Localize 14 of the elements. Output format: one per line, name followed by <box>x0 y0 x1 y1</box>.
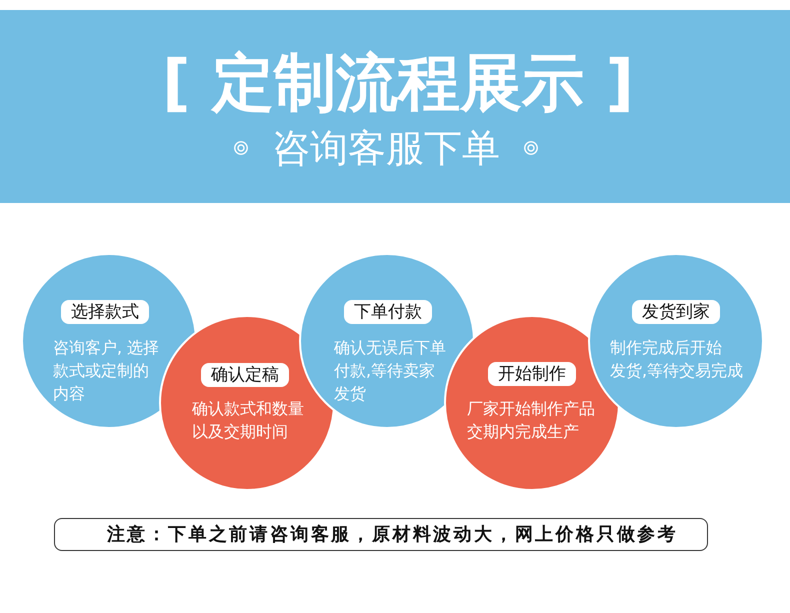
subtitle: 咨询客服下单 <box>272 129 500 167</box>
notice-text: 注意：下单之前请咨询客服，原材料波动大，网上价格只做参考 <box>106 523 678 547</box>
step-description: 咨询客户, 选择款式或定制的内容 <box>53 337 160 405</box>
step-title: 开始制作 <box>488 362 576 386</box>
step-description: 确认无误后下单付款,等待卖家发货 <box>334 337 447 405</box>
step-description: 确认款式和数量以及交期时间 <box>192 398 305 443</box>
title: [ 定制流程展示 ] <box>162 50 634 116</box>
step-description: 制作完成后开始发货,等待交易完成 <box>610 337 744 382</box>
step-title: 下单付款 <box>344 300 432 324</box>
step-title: 确认定稿 <box>201 363 289 387</box>
notice-box <box>54 518 708 551</box>
step-description: 厂家开始制作产品交期内完成生产 <box>467 398 596 443</box>
step-title: 选择款式 <box>61 300 149 324</box>
step-title: 发货到家 <box>632 300 720 324</box>
